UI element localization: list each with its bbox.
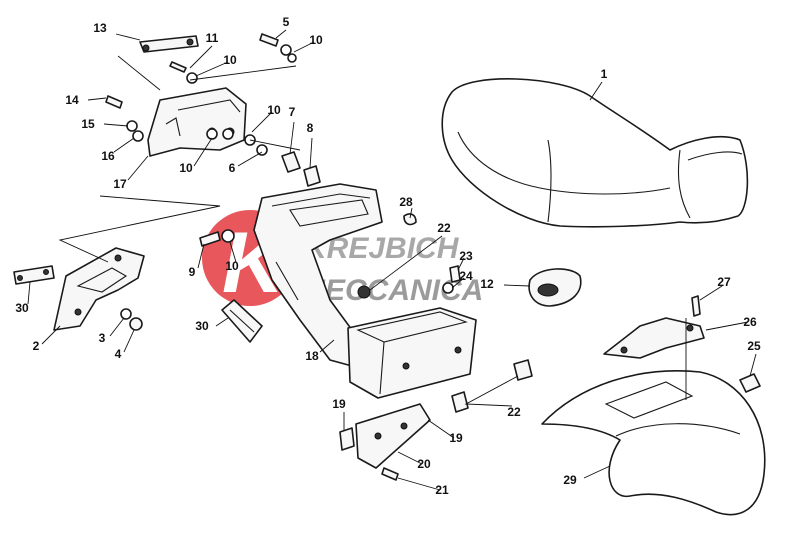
- callout-label-30b: 30: [195, 319, 209, 333]
- callout-leader-7: [289, 121, 295, 155]
- rubber-cap: [528, 268, 582, 307]
- callout-label-19a: 19: [332, 397, 346, 411]
- callout-label-21: 21: [435, 483, 449, 497]
- callout-label-4: 4: [115, 347, 122, 361]
- callout-label-22a: 22: [437, 221, 451, 235]
- callout-label-29: 29: [563, 473, 577, 487]
- callout-leader-4: [123, 329, 135, 353]
- callout-leader-21: [397, 477, 441, 491]
- callout-label-20: 20: [417, 457, 431, 471]
- callout-leader-25: [749, 353, 757, 377]
- front-mudguard: [541, 370, 766, 516]
- callout-leader-8: [309, 137, 313, 169]
- storage-box: [347, 307, 477, 399]
- callout-leader-24: [451, 277, 465, 289]
- license-bracket: [339, 403, 431, 481]
- callout-label-15: 15: [81, 117, 95, 131]
- callout-label-5: 5: [283, 15, 290, 29]
- callout-leader-30a: [27, 281, 31, 305]
- callout-leader-9: [197, 243, 205, 269]
- callout-label-23: 23: [459, 249, 473, 263]
- callout-leader-30b: [215, 317, 229, 327]
- callout-label-8: 8: [307, 121, 314, 135]
- seat: [441, 78, 749, 228]
- callout-leader-26: [705, 321, 749, 331]
- callout-label-6: 6: [229, 161, 236, 175]
- reflector-plate-left: [13, 265, 55, 285]
- callout-leader-29: [583, 465, 611, 479]
- callout-label-13: 13: [93, 21, 107, 35]
- screw-and-bulb: [691, 295, 761, 393]
- callout-labels: 1234567891010101010111213141516171819192…: [15, 15, 761, 497]
- callout-label-10a: 10: [309, 33, 323, 47]
- callout-label-10d: 10: [179, 161, 193, 175]
- callout-label-27: 27: [717, 275, 731, 289]
- mudguard-bracket: [603, 317, 705, 359]
- callout-leader-11: [189, 45, 213, 69]
- callout-leader-10d: [193, 137, 213, 167]
- callout-leader-2: [41, 325, 61, 345]
- callout-label-16: 16: [101, 149, 115, 163]
- callout-leader-22a: [369, 235, 443, 291]
- callout-leader-27: [699, 285, 723, 301]
- callout-label-2: 2: [33, 339, 40, 353]
- callout-leader-16: [113, 137, 135, 153]
- callout-label-1: 1: [601, 67, 608, 81]
- callout-leader-22b: [464, 375, 519, 407]
- rear-mount-plate: [147, 87, 247, 157]
- callout-leader-17: [127, 155, 149, 181]
- callout-label-3: 3: [99, 331, 106, 345]
- bolt-and-washer-mid: [199, 229, 235, 247]
- callout-leader-10b: [195, 61, 229, 77]
- assembly-guide-lines: [58, 55, 687, 400]
- callout-label-28: 28: [399, 195, 413, 209]
- callout-leader-15: [103, 123, 129, 127]
- callout-label-30a: 30: [15, 301, 29, 315]
- small-bracket: [139, 35, 199, 53]
- callout-leader-20: [397, 451, 423, 465]
- callout-leader-23: [457, 257, 465, 271]
- callout-leader-1: [589, 81, 603, 101]
- callout-leader-14: [87, 97, 107, 101]
- callout-leader-28: [409, 207, 413, 219]
- washer-and-nut: [120, 308, 143, 331]
- callout-leader-5: [275, 29, 287, 39]
- callout-label-11: 11: [206, 31, 219, 45]
- callout-leader-3: [109, 317, 125, 337]
- callout-label-19b: 19: [449, 431, 463, 445]
- callout-label-26: 26: [743, 315, 757, 329]
- callout-leader-12: [503, 284, 531, 287]
- callout-label-10b: 10: [223, 53, 237, 67]
- callout-label-18: 18: [305, 349, 319, 363]
- reflector-plate-center: [221, 299, 263, 343]
- callout-leader-18: [319, 339, 335, 353]
- callout-label-25: 25: [747, 339, 761, 353]
- callout-leader-13: [115, 33, 141, 41]
- callout-label-22b: 22: [507, 405, 521, 419]
- callout-label-10e: 10: [225, 259, 239, 273]
- callout-label-9: 9: [189, 265, 196, 279]
- callout-leader-10a: [293, 41, 315, 53]
- callout-label-10c: 10: [267, 103, 281, 117]
- callout-leader-19b: [427, 419, 455, 439]
- callout-label-24: 24: [459, 269, 473, 283]
- callout-leader-10c: [251, 111, 273, 133]
- callout-label-7: 7: [289, 105, 296, 119]
- callout-label-14: 14: [65, 93, 79, 107]
- tail-fender: [253, 183, 417, 367]
- callout-leader-6: [237, 151, 263, 167]
- callout-label-17: 17: [113, 177, 127, 191]
- spacers: [281, 151, 321, 187]
- grommets: [442, 265, 533, 413]
- fasteners-top: [105, 33, 297, 156]
- callout-label-12: 12: [480, 277, 494, 291]
- callout-leader-10e: [229, 241, 237, 263]
- side-plate: [53, 247, 145, 331]
